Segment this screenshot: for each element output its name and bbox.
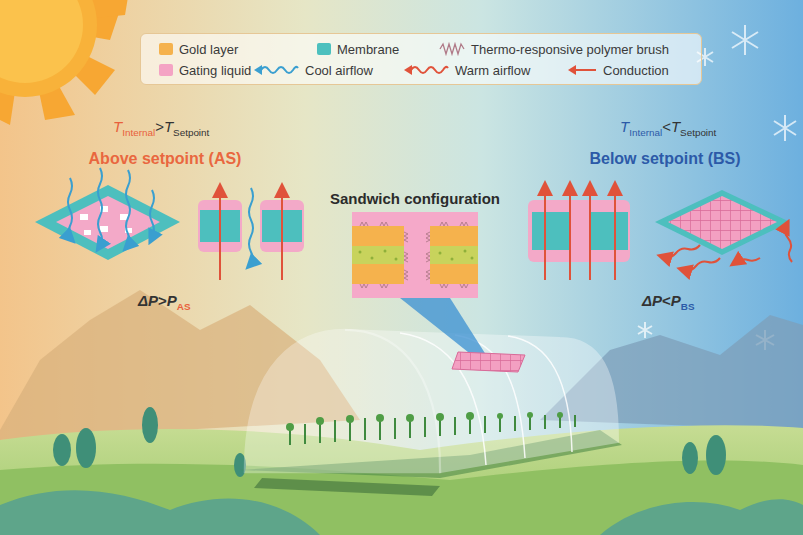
legend-item: Conduction <box>567 62 669 78</box>
subscript-text: Setpoint <box>173 127 209 138</box>
label-text: Above setpoint (AS) <box>89 150 242 167</box>
label-text: T <box>113 118 122 135</box>
label-text: < <box>662 292 671 309</box>
warm-icon <box>403 63 449 77</box>
label-group: TInternal<TSetpoint <box>620 118 716 138</box>
subscript-text: Internal <box>629 127 662 138</box>
label-group: Below setpoint (BS) <box>589 150 740 168</box>
legend-text: Gold layer <box>179 42 238 57</box>
label-text: > <box>158 292 167 309</box>
label-group: ΔP<PBS <box>642 292 695 312</box>
label-text: > <box>155 118 164 135</box>
label-text: ΔP <box>138 292 158 309</box>
subscript-text: BS <box>681 301 695 312</box>
legend-swatch <box>159 64 173 76</box>
label-text: P <box>671 292 681 309</box>
label-text: T <box>164 118 173 135</box>
legend-swatch <box>317 43 331 55</box>
label-text: ΔP <box>642 292 662 309</box>
legend-item: Gold layer <box>159 41 238 57</box>
legend-text: Membrane <box>337 42 399 57</box>
label-text: Sandwich configuration <box>330 190 500 207</box>
legend-item: Cool airflow <box>253 62 373 78</box>
legend-item: Gating liquid <box>159 62 251 78</box>
label-text: P <box>167 292 177 309</box>
subscript-text: Internal <box>122 127 155 138</box>
legend-box: Gold layer Membrane Thermo-responsive poly… <box>140 33 702 85</box>
legend-item: Warm airflow <box>403 62 530 78</box>
brush-icon <box>439 42 465 56</box>
legend-text: Cool airflow <box>305 63 373 78</box>
label-group: ΔP>PAS <box>138 292 191 312</box>
label-text: Below setpoint (BS) <box>589 150 740 167</box>
label-group: Sandwich configuration <box>330 190 500 207</box>
label-group: Above setpoint (AS) <box>89 150 242 168</box>
label-text: < <box>662 118 671 135</box>
legend-item: Membrane <box>317 41 399 57</box>
subscript-text: Setpoint <box>680 127 716 138</box>
legend-text: Gating liquid <box>179 63 251 78</box>
cond-icon <box>567 63 597 77</box>
label-text: T <box>671 118 680 135</box>
legend-text: Warm airflow <box>455 63 530 78</box>
legend-item: Thermo-responsive polymer brush <box>439 41 669 57</box>
legend-text: Thermo-responsive polymer brush <box>471 42 669 57</box>
label-text: T <box>620 118 629 135</box>
legend-text: Conduction <box>603 63 669 78</box>
label-group: TInternal>TSetpoint <box>113 118 209 138</box>
legend-swatch <box>159 43 173 55</box>
cool-icon <box>253 63 299 77</box>
subscript-text: AS <box>177 301 191 312</box>
